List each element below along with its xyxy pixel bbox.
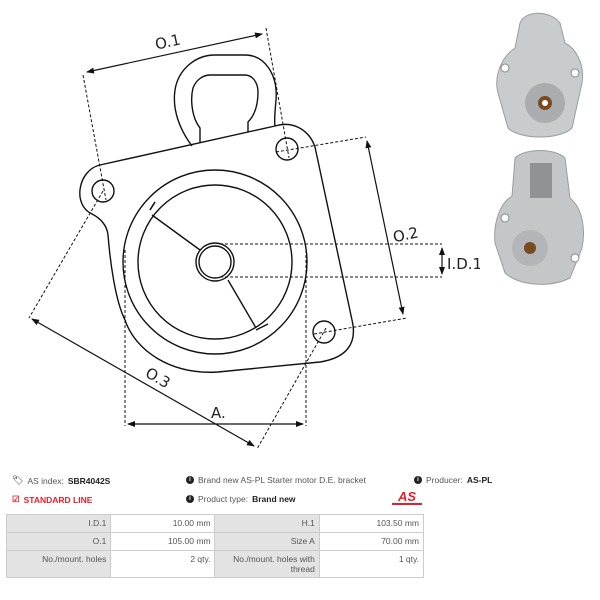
bracket-outline [79,54,355,373]
standard-line-label: STANDARD LINE [23,494,93,505]
label-o1: O.1 [153,31,182,54]
dimension-guides [28,27,442,450]
table-row: O.1 105.00 mm Size A 70.00 mm [5,532,425,551]
spec-key: Size A [214,532,320,551]
spec-value: 105.00 mm [110,532,216,551]
table-row: No./mount. holes 2 qty. No./mount. holes… [5,550,425,578]
product-type-value: Brand new [252,494,296,504]
as-pl-logo: AS [392,490,422,505]
technical-drawing: O.1 O.2 I.D.1 O.3 A. [28,27,480,450]
table-row: I.D.1 10.00 mm H.1 103.50 mm [5,514,425,533]
product-type: i Product type: Brand new [186,494,296,504]
as-index: 🏷︎ AS index: SBR4042S [12,475,110,486]
description: i Brand new AS-PL Starter motor D.E. bra… [186,475,366,485]
label-id1: I.D.1 [447,255,480,273]
spec-key: H.1 [214,514,320,533]
checkbox-icon: ☑ [12,494,20,504]
spec-value: 70.00 mm [318,532,425,551]
product-photo-front [496,12,584,138]
spec-key: No./mount. holes with thread [214,550,320,578]
spec-key: O.1 [5,532,112,551]
tag-icon: 🏷︎ [12,475,24,485]
spec-value: 10.00 mm [110,514,216,533]
spec-value: 2 qty. [110,550,216,578]
producer: i Producer: AS-PL [414,475,492,485]
spec-value: 1 qty. [318,550,425,578]
producer-value: AS-PL [466,475,493,485]
description-text: Brand new AS-PL Starter motor D.E. brack… [198,475,366,485]
spec-value: 103.50 mm [318,514,425,533]
standard-line-badge: ☑ STANDARD LINE [12,494,92,505]
label-o2: O.2 [391,223,420,246]
as-index-value: SBR4042S [67,475,111,486]
label-o3: O.3 [142,364,173,392]
product-photo-rear [494,150,584,285]
dimension-arrows [31,32,445,447]
spec-key: I.D.1 [5,514,112,533]
specs-table: I.D.1 10.00 mm H.1 103.50 mm O.1 105.00 … [5,514,425,578]
info-icon: i [186,495,194,503]
as-index-label: AS index: [27,475,64,486]
producer-label: Producer: [426,475,463,485]
info-icon: i [186,476,194,484]
info-icon: i [414,476,422,484]
label-a: A. [211,404,226,422]
spec-key: No./mount. holes [5,550,112,578]
product-type-label: Product type: [198,494,249,504]
